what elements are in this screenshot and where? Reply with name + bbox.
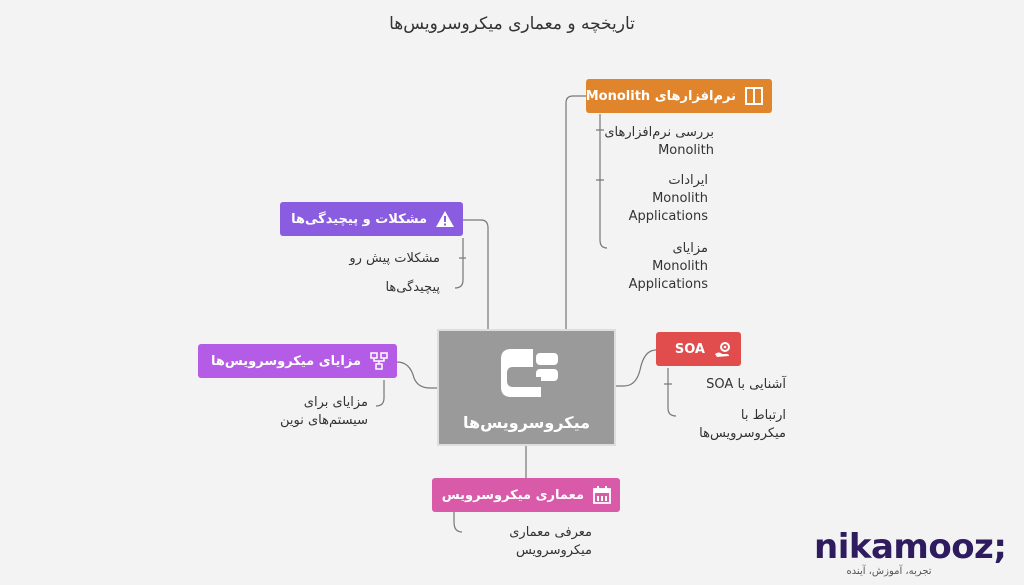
leaf-architecture-intro: معرفی معماری میکروسرویس: [509, 525, 592, 558]
warning-icon: [435, 209, 455, 229]
node-benefits[interactable]: مزایای میکروسرویس‌ها: [198, 344, 397, 378]
leaf-monolith-benefits: مزایای Monolith Applications: [628, 241, 708, 292]
node-soa[interactable]: SOA: [656, 332, 741, 366]
leaf-soa-relation: ارتباط با میکروسرویس‌ها: [699, 408, 786, 441]
brand-logo: nikamooz; تجربه، آموزش، آینده: [814, 527, 1007, 577]
leaf-problems-complexities: پیچیدگی‌ها: [385, 280, 440, 295]
node-problems-label: مشکلات و پیچیدگی‌ها: [291, 211, 427, 227]
node-soa-label: SOA: [674, 341, 705, 357]
leaf-soa-intro: آشنایی با SOA: [706, 377, 786, 392]
leaf-monolith-issues: ایرادات Monolith Applications: [628, 173, 708, 224]
microservices-icon: [495, 343, 559, 407]
leaf-problems-challenges: مشکلات پیش رو: [349, 251, 440, 266]
brand-tagline: تجربه، آموزش، آینده: [846, 566, 932, 577]
node-monolith[interactable]: نرم‌افزارهای Monolith: [586, 79, 772, 113]
brand-name: nikamooz;: [814, 527, 1007, 567]
node-architecture[interactable]: معماری میکروسرویس: [432, 478, 620, 512]
leaf-monolith-review: بررسی نرم‌افزارهای Monolith: [604, 125, 714, 158]
center-node-label: میکروسرویس‌ها: [463, 413, 590, 432]
node-monolith-label: نرم‌افزارهای Monolith: [585, 88, 736, 104]
node-benefits-label: مزایای میکروسرویس‌ها: [211, 353, 361, 369]
diagram-title: تاریخچه و معماری میکروسرویس‌ها: [389, 14, 635, 34]
calendar-icon: [592, 485, 612, 505]
node-problems[interactable]: مشکلات و پیچیدگی‌ها: [280, 202, 463, 236]
columns-icon: [744, 86, 764, 106]
leaf-benefits-modern: مزایای برای سیستم‌های نوین: [280, 395, 368, 428]
network-icon: [369, 351, 389, 371]
node-architecture-label: معماری میکروسرویس: [441, 487, 584, 503]
center-node-microservices[interactable]: میکروسرویس‌ها: [437, 329, 616, 446]
gear-hand-icon: [713, 339, 733, 359]
